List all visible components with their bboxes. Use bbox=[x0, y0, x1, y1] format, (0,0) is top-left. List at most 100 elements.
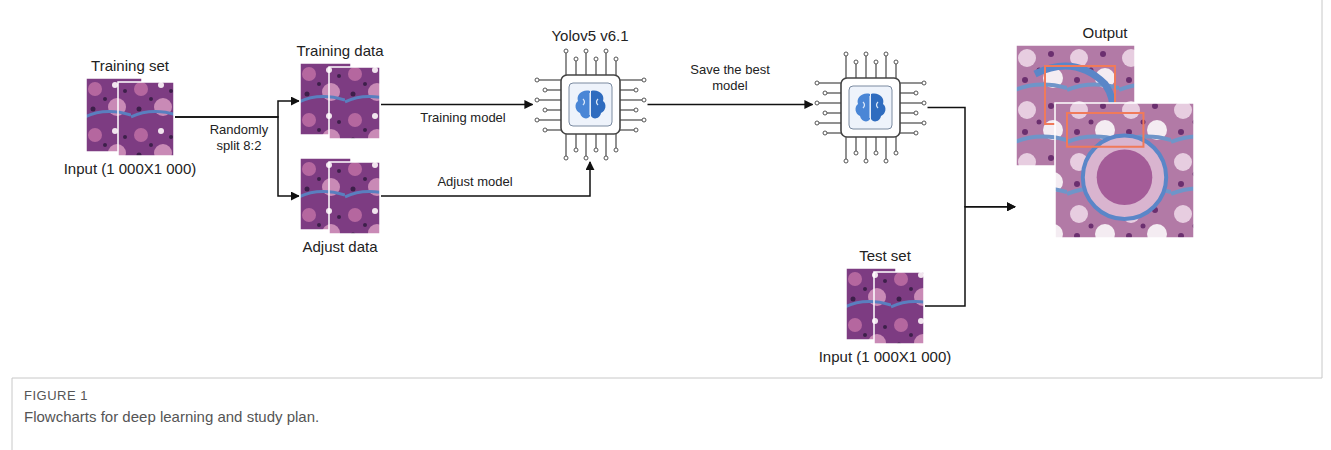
graphic-part bbox=[874, 60, 878, 64]
graphic-part bbox=[875, 64, 876, 78]
node-figure bbox=[290, 157, 390, 235]
flow-arrow bbox=[381, 104, 533, 106]
graphic-part bbox=[819, 122, 841, 123]
graphic-part bbox=[620, 79, 642, 80]
graphic-part bbox=[634, 128, 638, 132]
graphic-part bbox=[642, 78, 646, 82]
image-node: Adjust data bbox=[290, 155, 390, 257]
graphic-part bbox=[864, 159, 868, 163]
graphic-part bbox=[827, 132, 841, 133]
node-heading: Adjust data bbox=[290, 237, 390, 256]
graphic-part bbox=[584, 49, 588, 53]
graphic-part bbox=[594, 148, 598, 152]
flow-arrow bbox=[928, 108, 1016, 207]
graphic-part bbox=[329, 67, 380, 139]
node-note: Input (1 000X1 000) bbox=[55, 159, 205, 178]
edge-label: Save the best model bbox=[688, 62, 772, 94]
graphic-part bbox=[561, 75, 620, 134]
graphic-part bbox=[620, 99, 642, 100]
edge-label: Training model bbox=[398, 110, 528, 126]
graphic-part bbox=[642, 98, 646, 102]
graphic-part bbox=[900, 112, 914, 113]
graphic-part bbox=[922, 81, 926, 85]
image-node: Yolov5 v6.1 bbox=[520, 25, 660, 164]
graphic-part bbox=[854, 60, 858, 64]
graphic-part bbox=[823, 91, 827, 95]
graphic-part bbox=[855, 137, 856, 151]
graphic-part bbox=[595, 61, 596, 75]
node-figure bbox=[1010, 44, 1200, 239]
graphic-part bbox=[914, 91, 918, 95]
graphic-part bbox=[823, 111, 827, 115]
frame-line bbox=[12, 0, 1322, 450]
node-figure bbox=[55, 77, 205, 157]
graphic-part bbox=[594, 57, 598, 61]
graphic-part bbox=[539, 79, 561, 80]
graphic-part bbox=[823, 131, 827, 135]
graphic-part bbox=[533, 47, 648, 162]
graphic-part bbox=[1015, 44, 1195, 239]
graphic-part bbox=[634, 108, 638, 112]
flow-arrow bbox=[925, 207, 1015, 306]
graphic-part bbox=[885, 137, 886, 159]
flow-arrow bbox=[648, 104, 813, 106]
graphic-part bbox=[539, 99, 561, 100]
graphic-part bbox=[827, 92, 841, 93]
graphic-part bbox=[614, 57, 618, 61]
graphic-part bbox=[583, 93, 598, 115]
graphic-part bbox=[615, 134, 616, 148]
graphic-part bbox=[900, 102, 922, 103]
graphic-part bbox=[874, 151, 878, 155]
image-node bbox=[800, 48, 940, 167]
graphic-part bbox=[614, 148, 618, 152]
graphic-part bbox=[543, 128, 547, 132]
graphic-part bbox=[299, 157, 381, 235]
figure-number: FIGURE 1 bbox=[24, 388, 88, 403]
graphic-part bbox=[620, 89, 634, 90]
graphic-part bbox=[914, 111, 918, 115]
graphic-part bbox=[895, 64, 896, 78]
graphic-part bbox=[615, 61, 616, 75]
graphic-part bbox=[634, 88, 638, 92]
graphic-part bbox=[900, 92, 914, 93]
graphic-part bbox=[1055, 103, 1194, 238]
graphic-part bbox=[922, 121, 926, 125]
graphic-part bbox=[900, 132, 914, 133]
graphic-part bbox=[543, 108, 547, 112]
graphic-part bbox=[535, 78, 539, 82]
graphic-part bbox=[547, 109, 561, 110]
graphic-part bbox=[819, 102, 841, 103]
graphic-part bbox=[922, 101, 926, 105]
node-heading: Output bbox=[1010, 23, 1200, 42]
node-note: Input (1 000X1 000) bbox=[810, 347, 960, 366]
node-heading: Test set bbox=[810, 246, 960, 265]
graphic-part bbox=[605, 53, 606, 75]
graphic-part bbox=[118, 82, 174, 156]
graphic-part bbox=[1083, 136, 1166, 219]
graphic-part bbox=[575, 61, 576, 75]
graphic-part bbox=[620, 129, 634, 130]
graphic-part bbox=[547, 89, 561, 90]
graphic-part bbox=[569, 83, 612, 126]
flow-arrow bbox=[175, 101, 299, 117]
graphic-part bbox=[884, 52, 888, 56]
graphic-part bbox=[844, 52, 848, 56]
graphic-part bbox=[535, 118, 539, 122]
graphic-part bbox=[854, 151, 858, 155]
graphic-part bbox=[849, 86, 892, 129]
graphic-part bbox=[815, 101, 819, 105]
figure-caption: Flowcharts for deep learning and study p… bbox=[24, 408, 319, 425]
node-figure bbox=[290, 62, 390, 140]
edge-label: Adjust model bbox=[420, 174, 530, 190]
graphic-part bbox=[845, 267, 925, 345]
graphic-part bbox=[845, 137, 846, 159]
graphic-part bbox=[585, 134, 586, 156]
graphic-part bbox=[894, 60, 898, 64]
flow-arrow bbox=[381, 162, 590, 196]
graphic-part bbox=[819, 82, 841, 83]
graphic-part bbox=[813, 50, 928, 165]
graphic-part bbox=[329, 162, 380, 234]
graphic-part bbox=[604, 49, 608, 53]
graphic-part bbox=[864, 52, 868, 56]
flow-arrow bbox=[175, 117, 299, 196]
